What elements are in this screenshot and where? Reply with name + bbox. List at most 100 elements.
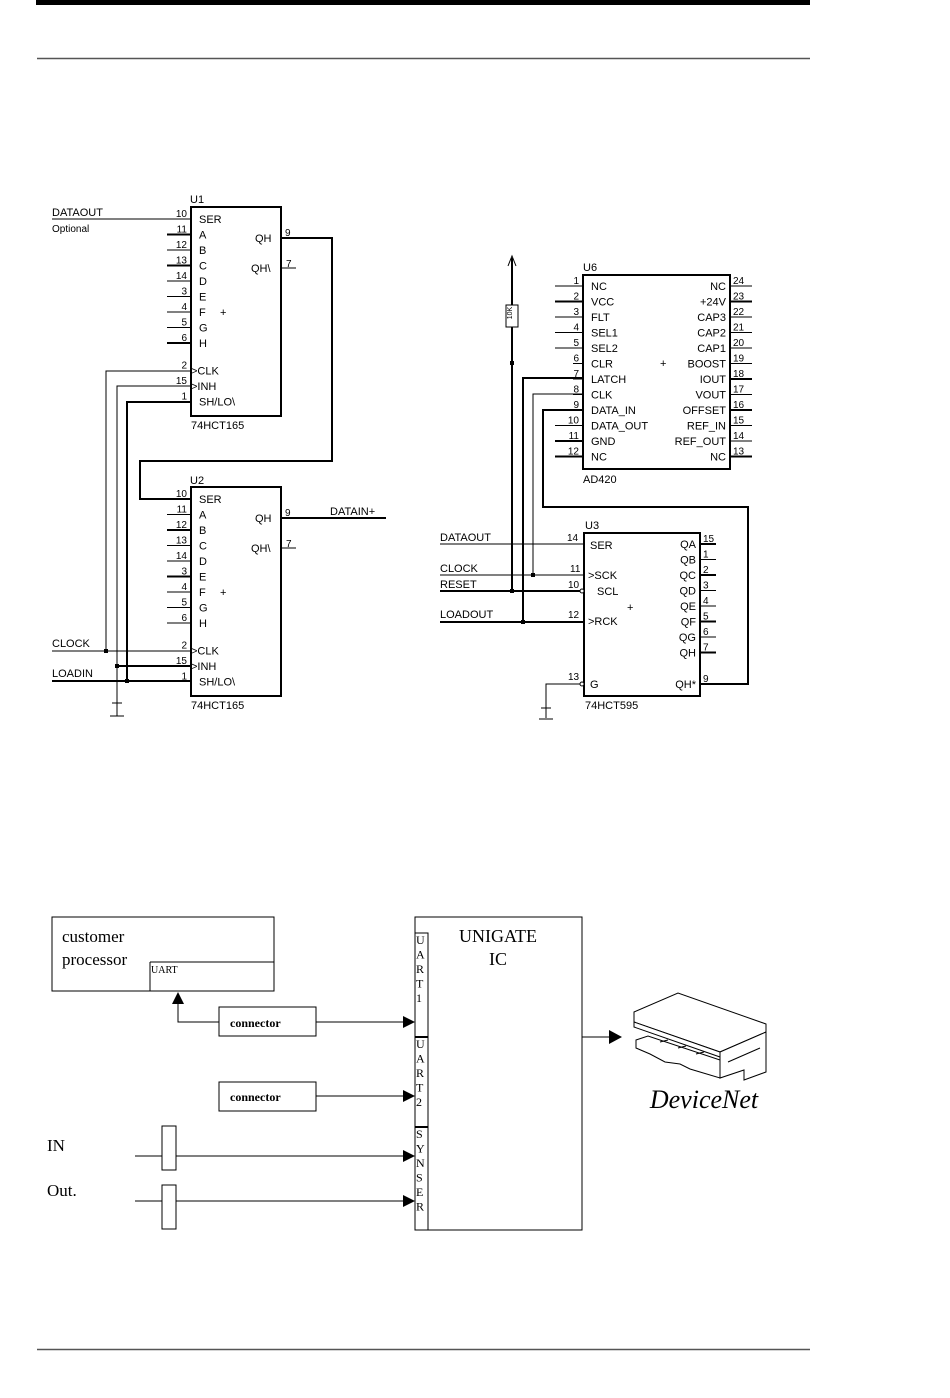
pin-name: SH/LO\ (199, 397, 236, 409)
unigate-title-line1: UNIGATE (459, 926, 537, 946)
pin-name: VOUT (695, 390, 726, 402)
net-dataout-u1: DATAOUT (52, 207, 103, 219)
pin-number: 22 (733, 307, 745, 318)
in-terminal (161, 1125, 177, 1171)
pin-name: QH (680, 648, 697, 660)
arrow-right-icon (403, 1090, 415, 1102)
pin-number: 4 (573, 323, 579, 334)
u3-pin14-num: 14 (567, 533, 579, 544)
pin-name: BOOST (687, 359, 726, 371)
net-clock-u2: CLOCK (52, 638, 91, 650)
pin-number: 5 (181, 598, 187, 609)
port-letter: 2 (416, 1095, 422, 1109)
pin-name: IOUT (700, 374, 727, 386)
pin-name: C (199, 541, 207, 553)
u3-pin-scl: SCL (597, 586, 618, 598)
pin-name: F (199, 587, 206, 599)
pin-number: 6 (703, 627, 709, 638)
pin-name: >INH (191, 381, 216, 393)
pin-name: E (199, 292, 206, 304)
pin-number: 21 (733, 323, 745, 334)
input-out-label: Out. (47, 1181, 77, 1200)
pin-name: QB (680, 555, 696, 567)
u3-part: 74HCT595 (585, 700, 638, 712)
u1-pin7-num: 7 (286, 259, 292, 270)
u3-pin12-num: 12 (568, 610, 580, 621)
pin-name: FLT (591, 312, 610, 324)
pin-number: 9 (573, 400, 579, 411)
u6-right-pins: 24NC23+24V22CAP321CAP220CAP119BOOST18IOU… (675, 276, 752, 464)
pin-number: 3 (181, 287, 187, 298)
pin-number: 10 (568, 416, 580, 427)
pin-name: G (199, 603, 208, 615)
pin-number: 12 (568, 447, 580, 458)
u3-pin-rck: >RCK (588, 616, 618, 628)
port-letter: N (416, 1156, 425, 1170)
connector-1-label: connector (230, 1016, 281, 1030)
net-loadout: LOADOUT (440, 609, 493, 621)
u1-ref: U1 (190, 194, 204, 206)
pin-number: 3 (703, 581, 709, 592)
pin-number: 7 (703, 643, 709, 654)
pin-number: 16 (733, 400, 745, 411)
pin-name: LATCH (591, 374, 626, 386)
devicenet-label: DeviceNet (649, 1085, 759, 1114)
pin-name: GND (591, 436, 616, 448)
pin-name: SEL2 (591, 343, 618, 355)
pin-name: REF_IN (687, 421, 726, 433)
pin-name: SER (199, 214, 222, 226)
u3-body (583, 532, 701, 697)
u3-pin-g: G (590, 679, 599, 691)
u2-plus: + (220, 587, 226, 599)
pin-name: >CLK (191, 366, 219, 378)
u1-pin-qhn: QH\ (251, 263, 272, 275)
port-letter: A (416, 948, 425, 962)
pin-name: NC (710, 281, 726, 293)
net-optional: Optional (52, 224, 89, 235)
block-diagram: customer processor UART connector connec… (47, 916, 767, 1231)
pin-name: SER (199, 494, 222, 506)
arrow-right-icon (403, 1150, 415, 1162)
pin-name: >CLK (191, 646, 219, 658)
customer-processor-box (51, 916, 275, 992)
pin-number: 5 (181, 318, 187, 329)
pin-name: B (199, 525, 206, 537)
port-letter: S (416, 1127, 423, 1141)
port-strip (414, 932, 429, 1231)
net-dataout-u3: DATAOUT (440, 532, 491, 544)
pin-number: 11 (177, 225, 188, 236)
u2-part: 74HCT165 (191, 700, 244, 712)
pin-number: 14 (176, 551, 188, 562)
pin-number: 13 (176, 256, 188, 267)
pin-name: D (199, 556, 207, 568)
pin-number: 15 (176, 656, 188, 667)
port-letter: R (416, 1200, 424, 1214)
pin-name: NC (710, 452, 726, 464)
pin-number: 1 (703, 550, 709, 561)
pin-name: A (199, 510, 207, 522)
resistor-10k: 10K (505, 254, 519, 591)
net-reset: RESET (440, 579, 477, 591)
pin-number: 12 (176, 520, 188, 531)
pin-name: F (199, 307, 206, 319)
u2-pin-qh: QH (255, 513, 272, 525)
connector-2-label: connector (230, 1090, 281, 1104)
input-in-label: IN (47, 1136, 65, 1155)
pin-number: 5 (703, 612, 709, 623)
pin-name: CAP1 (697, 343, 726, 355)
u6-body (582, 274, 731, 470)
pin-number: 14 (733, 431, 745, 442)
u1-pin9-num: 9 (285, 228, 291, 239)
pin-number: 17 (733, 385, 745, 396)
pin-name: H (199, 338, 207, 350)
pin-name: CLK (591, 390, 613, 402)
u2-pin-qhn: QH\ (251, 543, 272, 555)
pin-number: 14 (176, 271, 188, 282)
port-letter: U (416, 1037, 425, 1051)
port-letter: U (416, 933, 425, 947)
